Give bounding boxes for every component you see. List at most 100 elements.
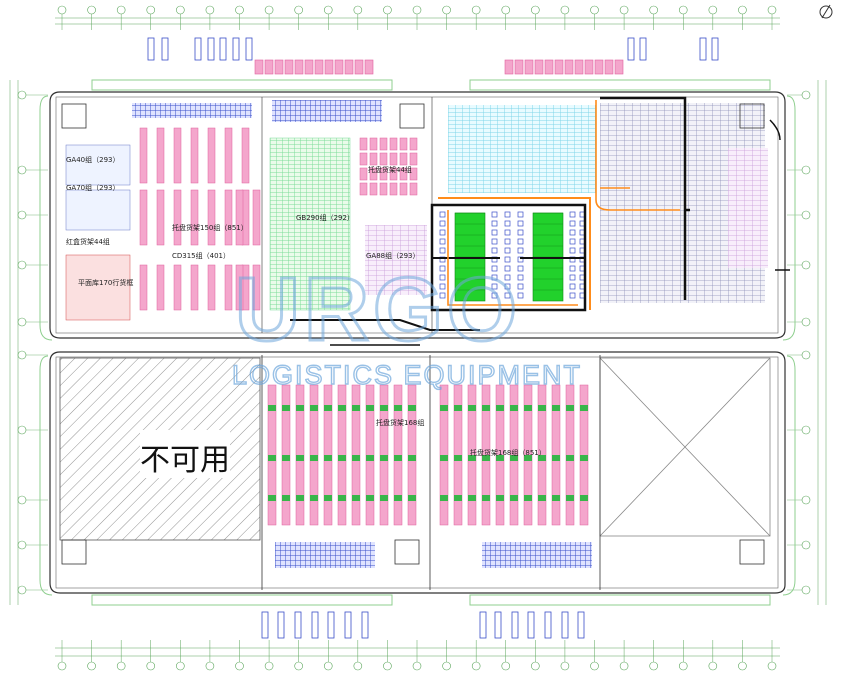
row-bubble-right bbox=[801, 90, 811, 100]
row-bubble-right bbox=[801, 210, 811, 220]
axis-bubble-top bbox=[590, 5, 599, 15]
rack-crossbeam bbox=[352, 455, 360, 461]
pallet-rack-cell bbox=[399, 182, 408, 196]
row-bubble-right bbox=[801, 317, 811, 327]
rack-upright bbox=[569, 229, 576, 236]
zone-label-z10: 托盘货架168组 bbox=[376, 418, 424, 427]
axis-bubbles bbox=[17, 5, 811, 671]
pallet-rack-column bbox=[190, 264, 199, 311]
rack-upright bbox=[439, 229, 446, 236]
pallet-rack-cell bbox=[399, 152, 408, 166]
rack-upright bbox=[491, 247, 498, 254]
axis-bubble-bottom bbox=[116, 661, 126, 671]
rack-upright bbox=[491, 292, 498, 299]
rack-crossbeam bbox=[366, 455, 374, 461]
dock-leveler bbox=[511, 611, 519, 639]
staging-slot bbox=[524, 59, 534, 75]
rack-upright bbox=[491, 211, 498, 218]
rack-crossbeam bbox=[408, 495, 416, 501]
watermark-subtitle: LOGISTICS EQUIPMENT bbox=[232, 360, 582, 390]
row-bubble-right bbox=[801, 495, 811, 505]
rack-upright bbox=[491, 229, 498, 236]
rack-crossbeam bbox=[394, 405, 402, 411]
rack-crossbeam bbox=[566, 405, 574, 411]
axis-bubble-top bbox=[264, 5, 274, 15]
pallet-rack-cell bbox=[399, 167, 408, 181]
pallet-rack-column bbox=[139, 264, 148, 311]
rack-upright bbox=[504, 274, 511, 281]
row-bubble-left bbox=[17, 165, 27, 175]
pallet-rack-column bbox=[139, 189, 148, 246]
axis-bubble-bottom bbox=[264, 661, 274, 671]
shelf-strip bbox=[132, 103, 252, 118]
dock-leveler bbox=[577, 611, 585, 639]
axis-bubble-top bbox=[738, 5, 747, 15]
rack-upright bbox=[491, 274, 498, 281]
rack-upright bbox=[569, 274, 576, 281]
zone-label-z8: GA88组（293） bbox=[366, 251, 419, 260]
rack-upright bbox=[439, 211, 446, 218]
rack-upright bbox=[439, 265, 446, 272]
dock-leveler bbox=[344, 611, 352, 639]
open-area-cross bbox=[599, 357, 771, 537]
rack-crossbeam bbox=[538, 405, 546, 411]
axis-bubble-bottom bbox=[57, 661, 67, 671]
pallet-rack-column bbox=[190, 189, 199, 246]
rack-crossbeam bbox=[538, 455, 546, 461]
rack-crossbeam bbox=[468, 495, 476, 501]
staging-slot bbox=[284, 59, 294, 75]
pallet-rack-cell bbox=[369, 152, 378, 166]
axis-bubble-top bbox=[412, 5, 422, 15]
zone-label-z7: GB290组（292） bbox=[296, 213, 354, 222]
rack-crossbeam bbox=[338, 495, 346, 501]
stair-core bbox=[399, 103, 425, 129]
north-arrow-icon bbox=[819, 4, 833, 19]
pallet-rack-cell bbox=[359, 137, 368, 151]
pallet-rack-cell bbox=[409, 137, 418, 151]
stair-core bbox=[61, 103, 87, 129]
axis-bubble-top bbox=[471, 5, 481, 15]
unavailable-area: 不可用 bbox=[59, 357, 261, 541]
dock-leveler bbox=[699, 37, 707, 61]
rack-crossbeam bbox=[268, 495, 276, 501]
axis-bubble-bottom bbox=[531, 661, 540, 671]
rack-upright bbox=[439, 247, 446, 254]
staging-slot bbox=[544, 59, 554, 75]
rack-crossbeam bbox=[366, 405, 374, 411]
rack-upright bbox=[504, 292, 511, 299]
staging-slot bbox=[354, 59, 364, 75]
rack-upright bbox=[569, 283, 576, 290]
rack-crossbeam bbox=[552, 455, 560, 461]
staging-slot bbox=[504, 59, 514, 75]
building-outlines bbox=[49, 91, 786, 594]
row-bubble-left bbox=[17, 260, 27, 270]
rack-upright bbox=[517, 211, 524, 218]
rack-crossbeam bbox=[580, 405, 588, 411]
rack-crossbeam bbox=[454, 495, 462, 501]
staging-slot bbox=[254, 59, 264, 75]
rack-crossbeam bbox=[580, 495, 588, 501]
zone-label-z2: GA70组（293） bbox=[66, 183, 119, 192]
rack-crossbeam bbox=[454, 455, 462, 461]
axis-bubble-bottom bbox=[708, 661, 718, 671]
rack-upright bbox=[517, 265, 524, 272]
pallet-rack-cell bbox=[409, 152, 418, 166]
row-bubble-right bbox=[801, 350, 811, 360]
pallet-rack-column bbox=[139, 127, 148, 184]
axis-bubble-top bbox=[619, 5, 629, 15]
axis-bubble-top bbox=[146, 5, 156, 15]
staging-slot bbox=[324, 59, 334, 75]
rack-upright bbox=[504, 265, 511, 272]
pallet-rack-cell bbox=[389, 152, 398, 166]
pallet-rack-column bbox=[235, 189, 244, 246]
rack-upright bbox=[439, 283, 446, 290]
rack-crossbeam bbox=[380, 455, 388, 461]
rack-crossbeam bbox=[324, 495, 332, 501]
staging-slot bbox=[584, 59, 594, 75]
rack-upright bbox=[517, 283, 524, 290]
row-bubble-left bbox=[17, 425, 27, 435]
pallet-rack-column bbox=[207, 264, 216, 311]
axis-bubble-top bbox=[649, 5, 658, 15]
rack-crossbeam bbox=[566, 455, 574, 461]
rack-upright bbox=[504, 220, 511, 227]
